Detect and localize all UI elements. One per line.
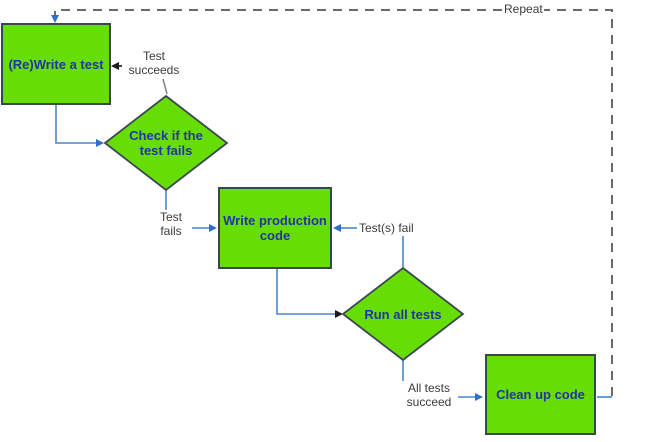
node-rewrite-test: (Re)Write a test (1, 23, 111, 105)
arrowhead-into-writecode-left-icon (209, 224, 217, 232)
connector-rewrite-to-check (55, 105, 96, 144)
edge-label-tests-fail: Test(s) fail (358, 221, 415, 235)
edge-label-all-tests-succeed: All tests succeed (400, 381, 458, 409)
node-clean-up-code: Clean up code (485, 354, 596, 435)
arrowhead-into-rewrite-test-icon (51, 15, 59, 23)
repeat-loop-dashed-line (54, 9, 613, 396)
decision-check-test-fails-shape (103, 94, 229, 192)
edge-label-test-fails: Test fails (150, 210, 192, 238)
arrowhead-into-check-icon (96, 139, 104, 147)
arrowhead-into-writecode-right-icon (333, 224, 341, 232)
node-write-production-code: Write production code (218, 187, 332, 269)
arrowhead-into-runtests-icon (335, 310, 343, 318)
decision-run-all-tests-shape (341, 266, 465, 362)
edge-label-test-succeeds: Test succeeds (122, 49, 186, 77)
edge-label-repeat: Repeat (503, 2, 544, 16)
arrowhead-into-cleanup-icon (475, 393, 483, 401)
connector-writecode-to-runtests (276, 269, 335, 315)
node-check-test-fails-label: Check if the test fails (129, 128, 203, 158)
node-run-all-tests-label: Run all tests (364, 307, 442, 322)
arrowhead-into-rewrite-right-icon (111, 62, 119, 70)
connector-check-to-succeeds-label (162, 78, 168, 95)
